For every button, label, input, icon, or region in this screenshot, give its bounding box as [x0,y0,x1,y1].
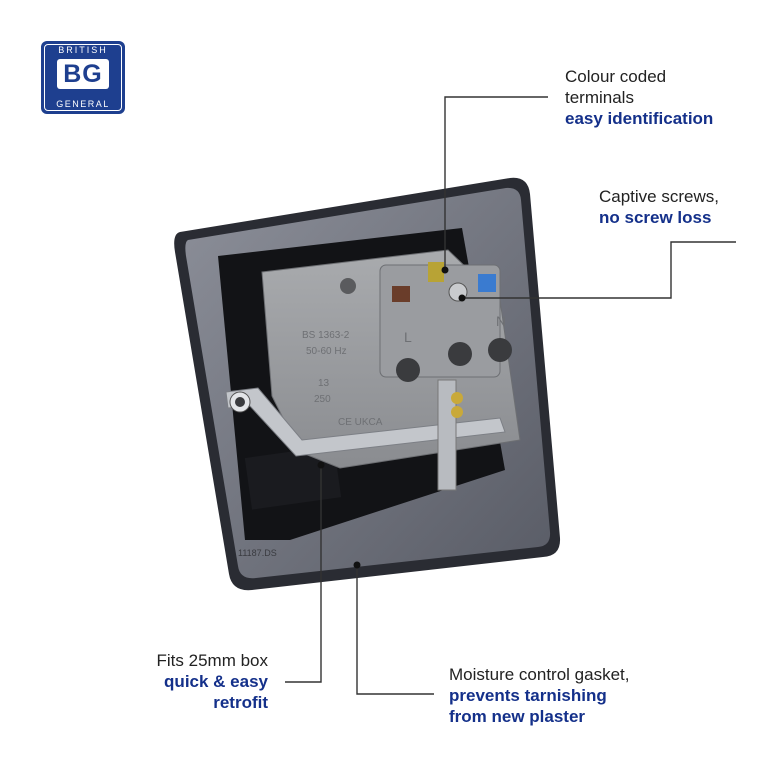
callout-moisture-gasket: Moisture control gasket, prevents tarnis… [449,664,629,727]
callout-text: terminals [565,88,634,107]
marking-frequency: 50-60 Hz [306,346,347,357]
product-markings: BS 1363-2 50-60 Hz 13 250 L N CE UKCA 11… [238,313,506,558]
leader-line-screws [462,241,736,299]
callout-fits-box: Fits 25mm box quick & easy retrofit [110,650,268,713]
callout-captive-screws: Captive screws, no screw loss [599,186,719,228]
marking-standard: BS 1363-2 [302,330,350,341]
callout-emphasis: easy identification [565,109,714,128]
british-general-logo: BRITISH BG GENERAL [41,41,125,114]
callout-emphasis: quick & easy [164,672,268,691]
leader-dot-screws [458,294,466,302]
marking-volts: 250 [314,394,331,405]
callout-colour-coded: Colour coded terminals easy identificati… [565,66,713,129]
earth-strap [225,379,506,491]
leader-line-box [285,465,322,683]
logo-text-top: BRITISH [58,45,108,55]
leader-dot-terminals [441,266,449,274]
callout-emphasis: prevents tarnishing [449,686,607,705]
leader-dot-gasket [353,561,361,569]
logo-border [44,44,122,111]
callout-text: Moisture control gasket, [449,665,630,684]
callout-text: Captive screws, [599,187,719,206]
callout-emphasis: no screw loss [599,208,712,227]
callout-emphasis: from new plaster [449,707,586,726]
logo-text-bg: BG [57,59,109,89]
callout-text: Colour coded [565,67,667,86]
logo-text-bottom: GENERAL [56,99,110,109]
marking-ce-ukca: CE UKCA [338,417,383,428]
leader-line-terminals [444,96,548,270]
callout-emphasis: retrofit [213,693,268,712]
marking-amps: 13 [318,378,330,389]
callout-text: Fits 25mm box [156,651,268,670]
marking-neutral: N [496,313,506,329]
marking-part-code: 11187.DS [238,548,277,558]
leader-dot-box [317,461,325,469]
marking-live: L [404,329,412,345]
leader-line-gasket [356,565,434,695]
